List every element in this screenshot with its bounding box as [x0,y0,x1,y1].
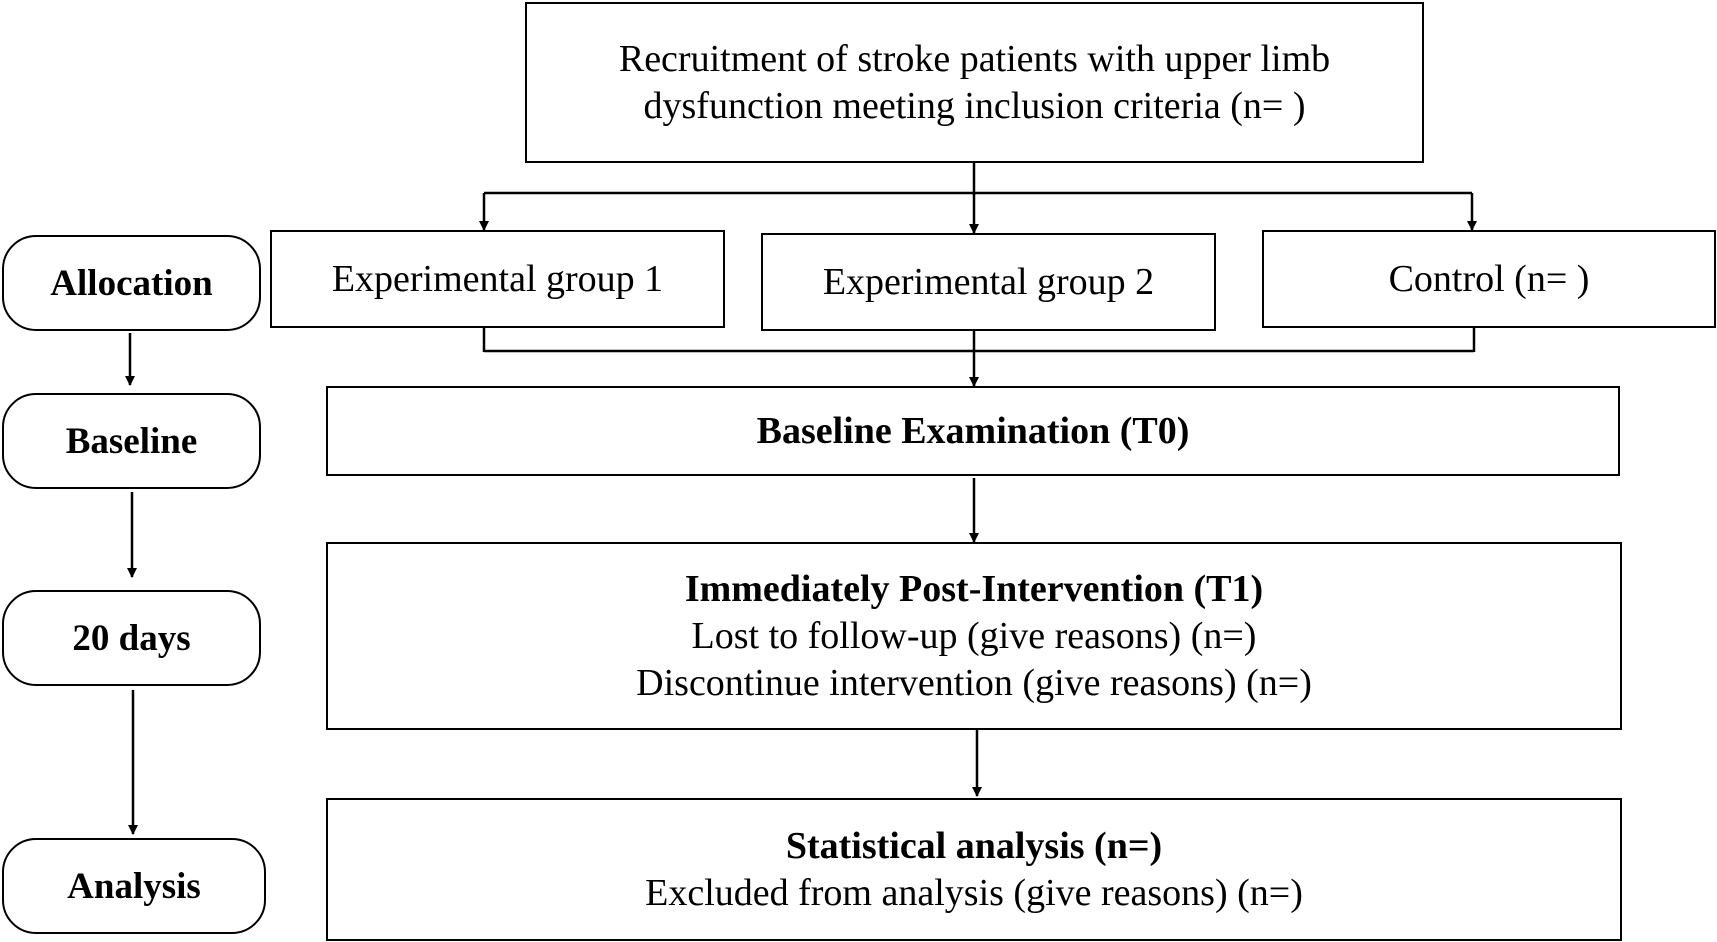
post-intervention-title: Immediately Post-Intervention (T1) [684,567,1264,610]
experimental-group-1-label: Experimental group 1 [331,257,664,300]
stage-20-days-label: 20 days [72,617,191,659]
excluded-from-analysis-text: Excluded from analysis (give reasons) (n… [645,871,1303,914]
statistical-analysis-title: Statistical analysis (n=) [785,824,1163,867]
control-group-box: Control (n= ) [1262,230,1716,328]
experimental-group-2-label: Experimental group 2 [822,260,1155,303]
discontinue-intervention-text: Discontinue intervention (give reasons) … [636,661,1312,704]
recruitment-line-1: Recruitment of stroke patients with uppe… [618,37,1331,80]
stage-baseline: Baseline [2,393,261,489]
recruitment-line-2: dysfunction meeting inclusion criteria (… [643,84,1306,127]
experimental-group-1-box: Experimental group 1 [270,230,725,328]
lost-to-follow-up-text: Lost to follow-up (give reasons) (n=) [691,614,1257,657]
statistical-analysis-box: Statistical analysis (n=) Excluded from … [326,798,1622,941]
experimental-group-2-box: Experimental group 2 [761,233,1216,331]
stage-analysis-label: Analysis [67,865,201,907]
post-intervention-box: Immediately Post-Intervention (T1) Lost … [326,542,1622,730]
recruitment-box: Recruitment of stroke patients with uppe… [525,2,1424,163]
stage-20-days: 20 days [2,590,261,686]
baseline-examination-label: Baseline Examination (T0) [756,409,1190,452]
stage-analysis: Analysis [2,838,266,934]
control-group-label: Control (n= ) [1388,257,1590,300]
stage-allocation-label: Allocation [50,262,213,304]
stage-allocation: Allocation [2,235,261,331]
baseline-examination-box: Baseline Examination (T0) [326,386,1620,476]
stage-baseline-label: Baseline [65,420,198,462]
